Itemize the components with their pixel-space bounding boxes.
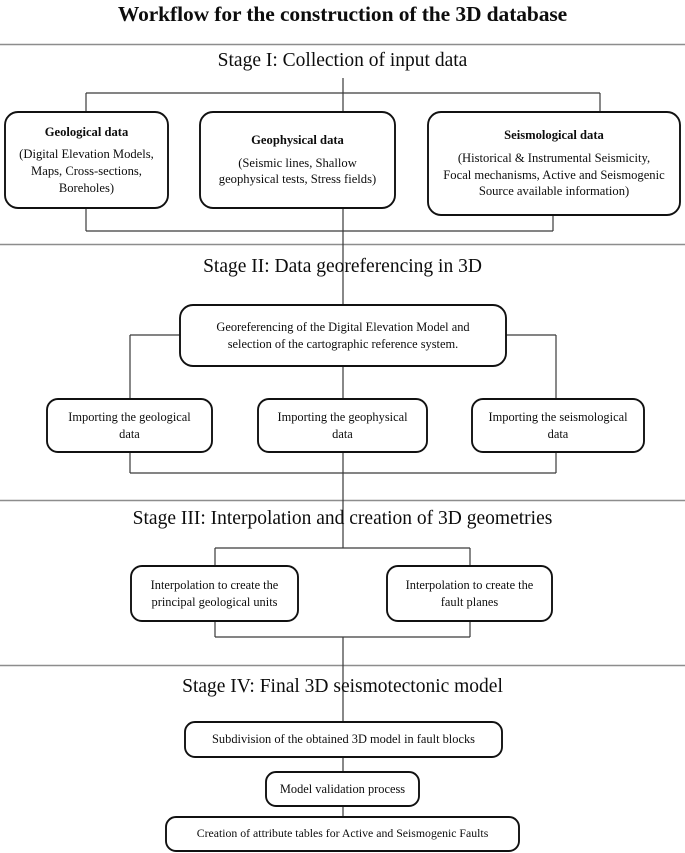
node-model-validation[interactable] — [265, 771, 420, 807]
label-seismological-data: Seismological data (Historical & Instrum… — [428, 112, 680, 215]
label-model-validation: Model validation process — [279, 781, 406, 796]
node-seismological-data[interactable] — [427, 111, 681, 216]
label-georeferencing-dem: Georeferencing of the Digital Elevation … — [216, 320, 470, 351]
node-import-seismological[interactable] — [471, 398, 645, 453]
geological-data-body: (Digital Elevation Models, Maps, Cross-s… — [19, 147, 154, 195]
label-interpolate-faults: Interpolation to create the fault planes — [405, 578, 534, 609]
node-subdivision-fault-blocks[interactable] — [184, 721, 503, 758]
stage-title-2: Stage II: Data georeferencing in 3D — [203, 256, 482, 277]
node-import-geological[interactable] — [46, 398, 213, 453]
stage-title-1: Stage I: Collection of input data — [217, 50, 468, 71]
page-title: Workflow for the construction of the 3D … — [117, 2, 568, 26]
seismological-data-heading: Seismological data — [504, 128, 604, 143]
label-import-geological: Importing the geological data — [68, 410, 191, 441]
seismological-data-body: (Historical & Instrumental Seismicity, F… — [443, 150, 665, 199]
geophysical-data-body: (Seismic lines, Shallow geophysical test… — [218, 155, 377, 187]
node-interpolate-units[interactable] — [130, 565, 299, 622]
node-interpolate-faults[interactable] — [386, 565, 553, 622]
label-geological-data: Geological data (Digital Elevation Model… — [5, 112, 168, 208]
geological-data-heading: Geological data — [44, 124, 129, 139]
stage-title-3: Stage III: Interpolation and creation of… — [132, 508, 553, 529]
node-geological-data[interactable] — [4, 111, 169, 209]
label-interpolate-units: Interpolation to create the principal ge… — [150, 578, 279, 609]
label-import-geophysical: Importing the geophysical data — [277, 410, 408, 441]
label-attribute-tables: Creation of attribute tables for Active … — [196, 826, 489, 841]
label-import-seismological: Importing the seismological data — [488, 410, 628, 441]
stage-title-4: Stage IV: Final 3D seismotectonic model — [182, 676, 503, 697]
node-georeferencing-dem[interactable] — [179, 304, 507, 367]
label-geophysical-data: Geophysical data (Seismic lines, Shallow… — [200, 112, 395, 208]
node-geophysical-data[interactable] — [199, 111, 396, 209]
node-import-geophysical[interactable] — [257, 398, 428, 453]
geophysical-data-heading: Geophysical data — [251, 133, 344, 148]
node-attribute-tables[interactable] — [165, 816, 520, 852]
label-subdivision-fault-blocks: Subdivision of the obtained 3D model in … — [212, 732, 475, 747]
